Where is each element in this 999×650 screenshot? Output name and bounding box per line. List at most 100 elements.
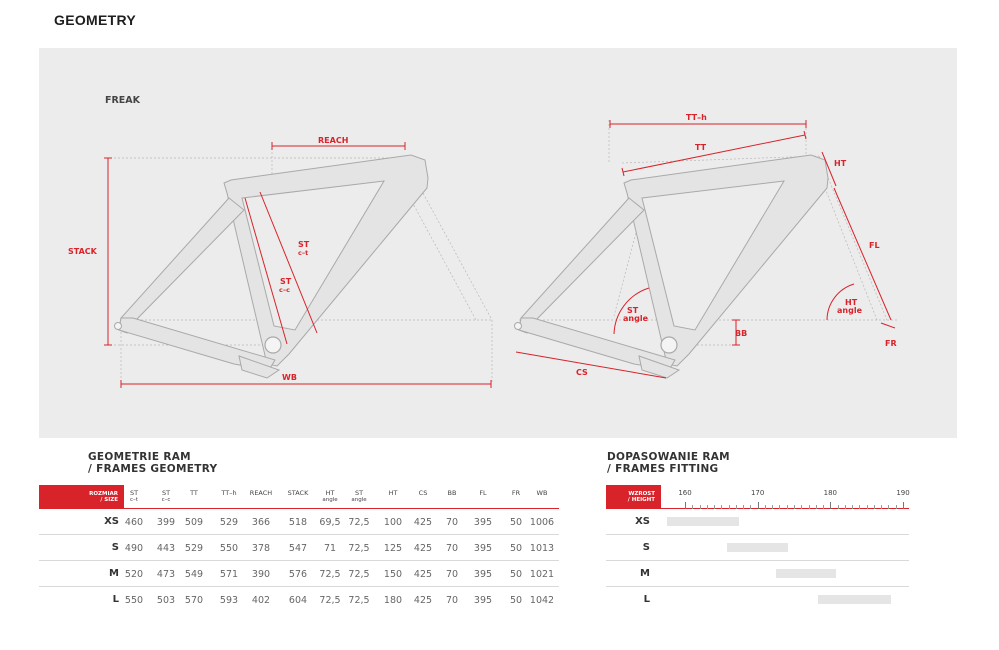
table-cell: 150 <box>383 569 403 580</box>
table-cell: 50 <box>509 517 523 528</box>
scale-tick <box>779 505 781 509</box>
scale-tick <box>685 502 686 509</box>
scale-tick <box>852 505 854 509</box>
table-cell: 70 <box>445 517 459 528</box>
row-size-label: L <box>112 594 119 605</box>
label-stack: STACK <box>68 247 98 256</box>
table-cell: 529 <box>184 543 204 554</box>
scale-tick <box>735 505 737 509</box>
height-header-line2: / HEIGHT <box>627 497 655 503</box>
geometry-heading-line1: GEOMETRIE RAM <box>88 451 191 463</box>
column-header-main: FR <box>511 489 521 497</box>
table-cell: 72,5 <box>348 543 370 554</box>
label-fl: FL <box>869 241 880 250</box>
fitting-heading-line1: DOPASOWANIE RAM <box>607 451 730 463</box>
table-cell: 50 <box>509 595 523 606</box>
row-size-label: S <box>642 542 650 553</box>
table-cell: 70 <box>445 569 459 580</box>
geometry-diagram-panel: FREAK REACH STACK ST c–t ST c–c WB <box>39 48 957 438</box>
size-header-line1: ROZMIAR <box>89 491 118 497</box>
scale-tick <box>895 505 897 509</box>
table-cell: 503 <box>156 595 176 606</box>
scale-tick <box>706 505 708 509</box>
column-header-main: FL <box>479 489 487 497</box>
scale-label: 190 <box>896 489 910 497</box>
table-cell: 72,5 <box>319 569 341 580</box>
table-cell: 402 <box>251 595 271 606</box>
fitting-heading: DOPASOWANIE RAM / FRAMES FITTING <box>607 451 730 475</box>
table-cell: 100 <box>383 517 403 528</box>
label-st-ct: ST <box>298 240 310 249</box>
column-header: TT <box>181 490 207 497</box>
scale-tick <box>844 505 846 509</box>
table-cell: 378 <box>251 543 271 554</box>
scale-tick <box>794 505 795 509</box>
table-cell: 425 <box>413 543 433 554</box>
table-cell: 550 <box>219 543 239 554</box>
scale-tick <box>743 505 745 509</box>
scale-tick <box>757 502 759 509</box>
table-cell: 425 <box>413 569 433 580</box>
height-range-bar <box>666 517 740 526</box>
label-fr: FR <box>885 339 897 348</box>
table-cell: 473 <box>156 569 176 580</box>
scale-tick <box>750 505 752 509</box>
row-size-label: XS <box>104 516 119 527</box>
label-st-ct-sub: c–t <box>298 249 308 257</box>
right-frame-drawing: TT–h TT HT FL FR BB CS ST angle HT angle <box>514 113 899 379</box>
table-cell: 125 <box>383 543 403 554</box>
size-header-cell: ROZMIAR / SIZE <box>39 485 124 508</box>
scale-tick <box>714 505 716 509</box>
label-st-cc: ST <box>280 277 292 286</box>
table-row: L <box>606 587 909 612</box>
geometry-heading: GEOMETRIE RAM / FRAMES GEOMETRY <box>88 451 217 475</box>
table-cell: 425 <box>413 517 433 528</box>
table-cell: 395 <box>473 517 493 528</box>
table-row: S <box>606 535 909 561</box>
column-header: REACH <box>248 490 274 497</box>
table-cell: 399 <box>156 517 176 528</box>
column-header-main: CS <box>418 489 428 497</box>
scale-label: 170 <box>750 489 765 497</box>
scale-tick <box>881 505 883 509</box>
table-cell: 529 <box>219 517 239 528</box>
scale-tick <box>801 505 803 509</box>
table-cell: 395 <box>473 595 493 606</box>
table-cell: 1021 <box>529 569 555 580</box>
table-cell: 549 <box>184 569 204 580</box>
column-header-main: REACH <box>249 489 273 497</box>
row-size-label: S <box>111 542 119 553</box>
column-header-main: WB <box>536 489 548 497</box>
table-cell: 69,5 <box>319 517 341 528</box>
scale-tick <box>815 505 817 509</box>
height-scale-ticks <box>678 501 909 509</box>
table-cell: 518 <box>288 517 308 528</box>
label-st-angle-sub: angle <box>623 314 649 323</box>
table-cell: 593 <box>219 595 239 606</box>
table-cell: 1006 <box>529 517 555 528</box>
row-size-label: XS <box>635 516 650 527</box>
table-cell: 72,5 <box>348 517 370 528</box>
table-cell: 395 <box>473 543 493 554</box>
scale-tick <box>830 502 832 509</box>
height-header-cell: WZROST / HEIGHT <box>606 485 661 508</box>
label-bb: BB <box>735 329 747 338</box>
label-tt-h: TT–h <box>686 113 707 122</box>
table-cell: 490 <box>124 543 144 554</box>
scale-tick <box>866 505 868 509</box>
label-ht: HT <box>834 159 847 168</box>
table-cell: 547 <box>288 543 308 554</box>
column-header-main: ST <box>161 489 171 497</box>
table-cell: 71 <box>323 543 337 554</box>
column-header-main: TT <box>190 489 198 497</box>
scale-tick <box>903 502 904 509</box>
scale-tick <box>888 505 890 509</box>
table-cell: 576 <box>288 569 308 580</box>
model-name: FREAK <box>105 95 141 106</box>
table-cell: 425 <box>413 595 433 606</box>
column-header: FR <box>503 490 529 497</box>
